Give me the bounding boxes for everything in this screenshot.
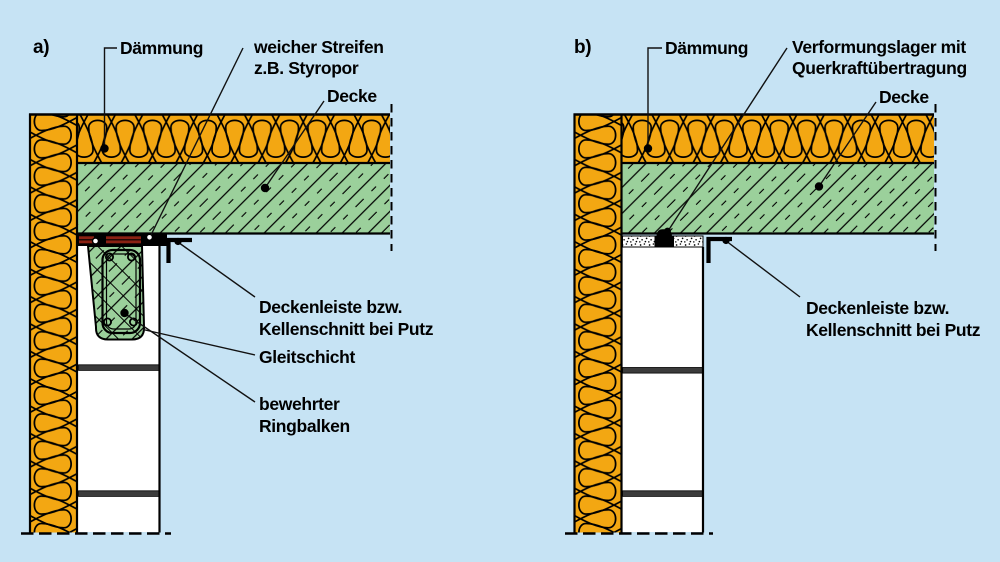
masonry-joint (622, 367, 703, 374)
ceiling-insulation-a (77, 114, 390, 163)
ceiling-insulation-b (621, 114, 934, 163)
label-ringbalken-1: bewehrter (259, 394, 340, 414)
rebar (127, 252, 137, 262)
masonry-joint (622, 490, 703, 497)
leader-dots-a (100, 144, 270, 318)
rebar (103, 317, 113, 327)
label-deckenleiste-a-2: Kellenschnitt bei Putz (259, 319, 434, 339)
label-verformungslager-1: Verformungslager mit (792, 37, 966, 57)
label-weicher-streifen-1: weicher Streifen (253, 37, 384, 57)
masonry-b (622, 247, 703, 532)
panel-a: a) Dämmung weicher Streifen z.B. Styropo… (21, 37, 434, 535)
outlines-b (573, 113, 934, 533)
label-gleitschicht: Gleitschicht (259, 347, 355, 367)
label-deckenleiste-a-1: Deckenleiste bzw. (259, 297, 402, 317)
label-verformungslager-2: Querkraftübertragung (792, 58, 967, 78)
masonry-joint (78, 490, 160, 497)
label-deckenleiste-b-1: Deckenleiste bzw. (806, 298, 949, 318)
stirrup-inner (105, 253, 137, 330)
slab-hatch-a (77, 163, 390, 234)
label-weicher-streifen-2: z.B. Styropor (254, 58, 359, 78)
label-decke-a: Decke (327, 86, 377, 106)
label-daemmung-b: Dämmung (665, 38, 748, 58)
wall-insulation-b (573, 114, 622, 533)
slab-hatch-b (621, 163, 934, 234)
rebar (105, 252, 115, 262)
label-ringbalken-2: Ringbalken (259, 416, 350, 436)
panel-b: b) Dämmung Verformungslager mit Querkraf… (565, 37, 981, 535)
masonry-joint (78, 364, 160, 371)
leaders-b (647, 47, 877, 298)
panel-tag-b: b) (574, 37, 591, 58)
panel-tag-a: a) (33, 37, 49, 58)
leaders-a (103, 47, 325, 403)
stirrup-outer (101, 248, 142, 335)
label-deckenleiste-b-2: Kellenschnitt bei Putz (806, 320, 981, 340)
leader-dots-b (643, 144, 824, 245)
ceiling-trim-bracket-a (166, 237, 192, 263)
label-daemmung-a: Dämmung (120, 38, 203, 58)
label-decke-b: Decke (879, 87, 929, 107)
ring-beam-a (86, 245, 146, 341)
anchor-circle (91, 237, 100, 245)
outlines-a (28, 113, 390, 533)
wall-insulation-a (29, 114, 77, 533)
